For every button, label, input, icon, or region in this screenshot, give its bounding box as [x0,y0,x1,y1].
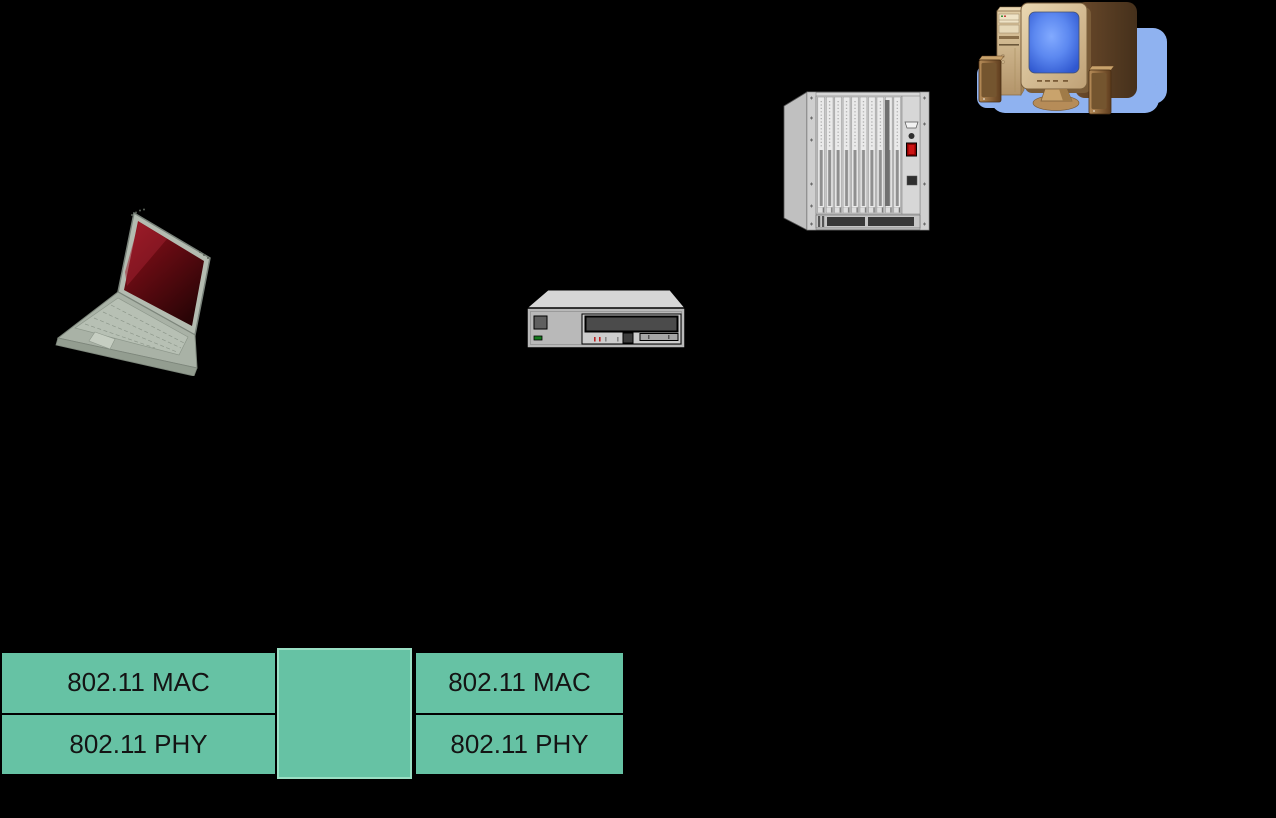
left-phy-cell: 802.11 PHY [2,712,275,774]
power-button-icon [533,315,548,330]
left-speaker-icon [978,55,1005,103]
chassis-side-face [783,91,808,231]
right-phy-cell: 802.11 PHY [416,712,623,774]
knob-icon [908,133,915,139]
right-speaker-icon [1088,65,1115,115]
power-led-icon [533,335,543,341]
left-mac-cell: 802.11 MAC [2,653,275,713]
right-mac-label: 802.11 MAC [448,667,591,698]
stack-connector-box [277,648,412,779]
left-phy-label: 802.11 PHY [69,728,208,759]
right-mac-cell: 802.11 MAC [416,653,623,713]
right-phy-label: 802.11 PHY [450,728,589,759]
left-protocol-stack: 802.11 MAC 802.11 PHY [0,651,277,776]
floppy-slot-icon [639,333,679,341]
right-protocol-stack: 802.11 MAC 802.11 PHY [414,651,625,776]
desktop-server-icon [525,289,687,349]
desktop-computer-icon [977,2,1167,115]
monitor-screen [1028,11,1080,74]
crt-monitor-icon [1020,2,1091,111]
drive-bay-icon [584,315,679,333]
screw-icons [810,96,926,226]
left-mac-label: 802.11 MAC [67,667,210,698]
rack-switch-icon [783,91,930,231]
laptop-icon [55,208,211,376]
